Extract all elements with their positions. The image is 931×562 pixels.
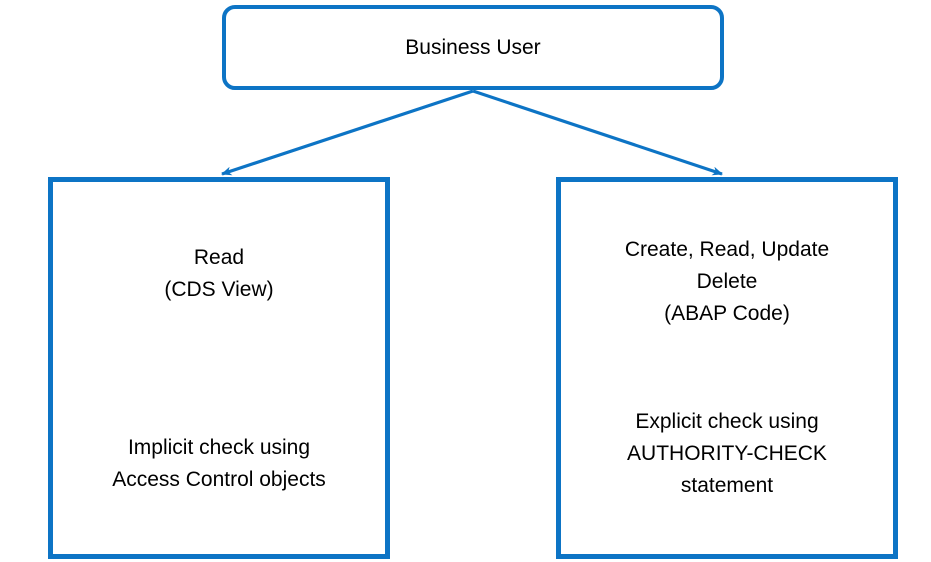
text-line: Read xyxy=(193,246,245,269)
abap-crud-node: Create, Read, Update Delete (ABAP Code) … xyxy=(556,177,898,559)
text-line: Create, Read, Update xyxy=(624,238,830,261)
cds-read-title: Read (CDS View) xyxy=(53,242,385,306)
connector-arrow-left xyxy=(221,89,474,176)
text-line: (ABAP Code) xyxy=(664,302,790,325)
connector-arrow-right xyxy=(472,89,723,176)
abap-crud-title: Create, Read, Update Delete (ABAP Code) xyxy=(561,234,893,330)
business-user-label: Business User xyxy=(405,35,541,59)
text-line: Delete xyxy=(696,270,758,293)
text-line: statement xyxy=(680,474,774,497)
text-line: (CDS View) xyxy=(164,278,274,301)
text-line: Access Control objects xyxy=(112,468,326,491)
text-line: Implicit check using xyxy=(127,436,311,459)
cds-read-description: Implicit check using Access Control obje… xyxy=(53,432,385,496)
text-line: AUTHORITY-CHECK xyxy=(627,442,827,465)
cds-read-node: Read (CDS View) Implicit check using Acc… xyxy=(48,177,390,559)
text-line: Explicit check using xyxy=(635,410,819,433)
abap-crud-description: Explicit check using AUTHORITY-CHECK sta… xyxy=(561,406,893,502)
business-user-node: Business User xyxy=(222,5,724,90)
